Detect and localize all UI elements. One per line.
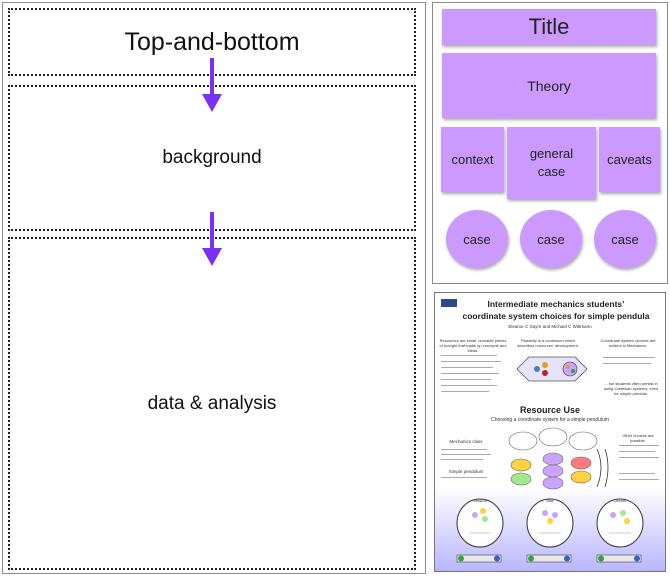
section-data-analysis: data & analysis	[8, 237, 416, 570]
case-bubble-1-label: Jessica	[473, 498, 487, 503]
poster-small-head-1: Mechanics class	[449, 439, 483, 444]
layout-general-case: general case	[507, 127, 596, 199]
poster-col-text-1: Resources are small, reusable pieces of …	[439, 338, 507, 353]
layout-caveats: caveats	[599, 127, 660, 192]
poster-title-line2: coordinate system choices for simple pen…	[462, 311, 650, 321]
case-bubble-2-label: Max	[546, 498, 554, 503]
case-bubble-1	[456, 498, 504, 548]
poster-side-note-1: ... but students often persist in using …	[603, 381, 659, 396]
scale-bars	[456, 554, 642, 563]
down-arrow-1	[202, 58, 222, 112]
layout-case-3: case	[594, 210, 656, 268]
poster-section-heading: Resource Use	[519, 405, 581, 415]
poster-col-text-3: Coordinate system choices are evident in…	[600, 338, 656, 348]
layout-case-2: case	[520, 210, 582, 268]
layout-theory: Theory	[442, 53, 656, 118]
plasticity-diagram	[516, 356, 588, 382]
poster-side-note-2: Other choices are possible.	[622, 433, 654, 443]
section-data-analysis-label: data & analysis	[147, 392, 277, 414]
layout-context: context	[441, 127, 504, 192]
section-top-and-bottom-label: Top-and-bottom	[124, 27, 300, 56]
case-bubble-3	[596, 498, 644, 548]
layout-title: Title	[442, 9, 656, 45]
poster-thumbnail: Intermediate mechanics students’ coordin…	[434, 292, 666, 572]
case-bubble-3-label: Dennis	[613, 498, 627, 503]
poster-title-line1: Intermediate mechanics students’	[487, 299, 625, 309]
poster-authors: Eleanor C Sayre and Michael C Wittmann	[508, 324, 592, 329]
down-arrow-2	[202, 212, 222, 266]
section-background-label: background	[162, 147, 262, 168]
poster-col-text-2: Plasticity is a continuum which describe…	[517, 338, 579, 348]
logo-icon	[441, 299, 457, 307]
poster-section-sub: Choosing a coordinate system for a simpl…	[491, 417, 609, 423]
poster-small-head-2: Simple pendulum	[448, 469, 484, 474]
layout-case-1: case	[446, 210, 508, 268]
case-bubble-2	[526, 498, 574, 548]
resource-network-diagram	[508, 427, 609, 490]
